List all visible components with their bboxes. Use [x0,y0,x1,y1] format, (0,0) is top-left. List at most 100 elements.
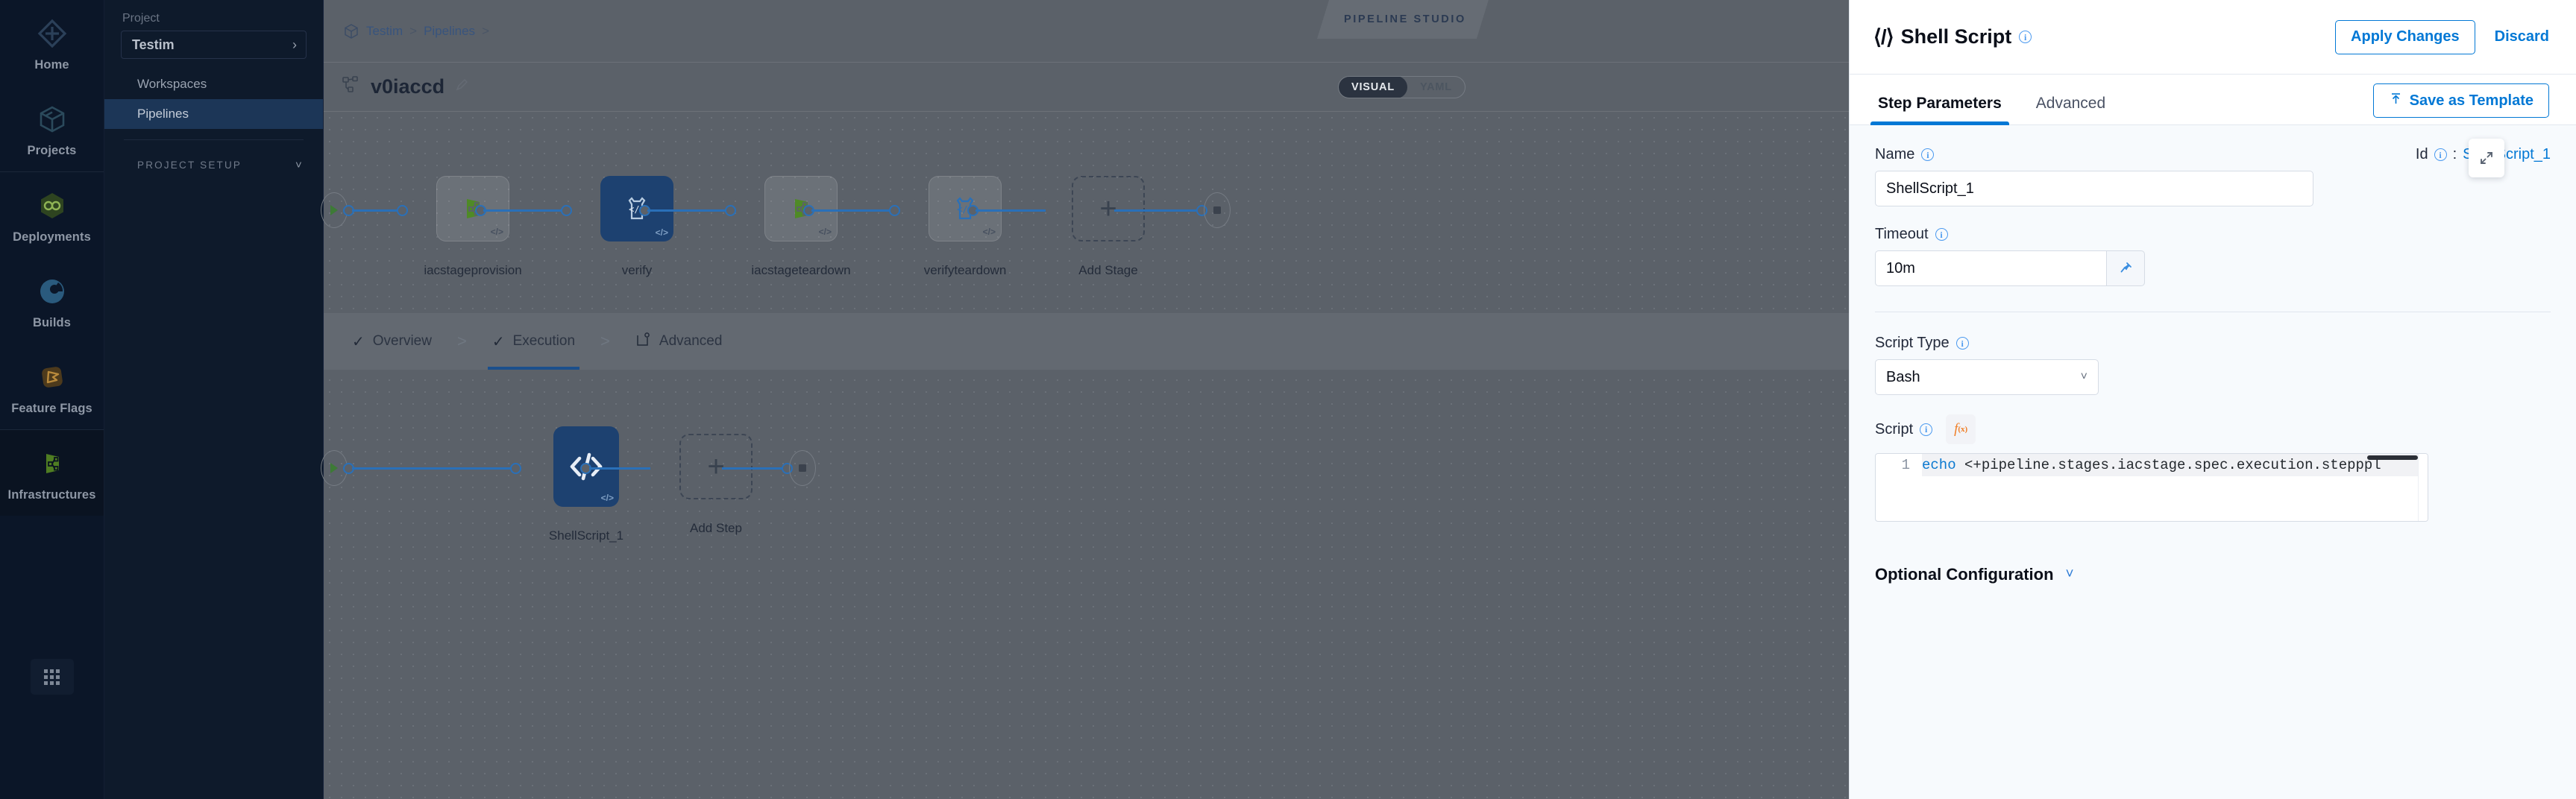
name-id-row: Name i Id i : ShellScript_1 [1875,146,2551,163]
fx-icon[interactable]: f(x) [1946,414,1976,444]
port-2a [561,205,572,216]
stage-node-box-2[interactable]: </> </> [600,176,673,241]
rail-label-builds: Builds [32,316,72,329]
stage-node-verifyteardown[interactable]: </> </> verifyteardown [898,176,1032,280]
tab-separator-1: > [456,332,467,350]
rail-group-bottom: Infrastructures [0,430,104,516]
tab-execution[interactable]: ✓ Execution [479,313,588,370]
build-pie-icon [35,274,69,309]
id-separator: : [2452,146,2457,162]
name-input[interactable] [1875,171,2313,206]
timeout-label-group: Timeout i [1875,226,2551,243]
editor-scrollbar-horizontal[interactable] [2367,455,2418,460]
timeout-label: Timeout [1875,226,1929,242]
discard-button[interactable]: Discard [2494,28,2549,45]
rail-item-builds[interactable]: Builds [0,258,104,344]
breadcrumb-item-testim[interactable]: Testim [366,23,403,38]
name-label-group: Name i [1875,146,1935,163]
rail-item-home[interactable]: Home [0,0,104,86]
timeout-field [1875,250,2145,286]
rail-item-infrastructures[interactable]: Infrastructures [0,430,104,516]
step-edge-1 [589,467,650,470]
add-stage-label: Add Stage [1078,263,1138,277]
add-stage-node[interactable]: + Add Stage [1041,176,1175,280]
grid-dots [44,669,60,685]
rail-label-projects: Projects [27,144,77,157]
editor-scrollbar-vertical[interactable] [2418,454,2428,521]
tab-step-parameters[interactable]: Step Parameters [1870,95,2009,125]
rail-item-feature-flags[interactable]: Feature Flags [0,344,104,429]
edge-1 [483,209,565,212]
script-editor[interactable]: 1 echo <+pipeline.stages.iacstage.spec.e… [1875,453,2428,522]
step-node-box[interactable]: </> [553,426,619,507]
project-setup-section[interactable]: PROJECT SETUP ˅ [104,152,323,177]
stage-corner-icon-4: </> [982,227,996,237]
fx-sub: (x) [1958,425,1968,434]
pin-icon[interactable] [2106,250,2145,286]
project-label: Project [122,12,160,25]
stage-node-box-4[interactable]: </> </> [929,176,1002,241]
pipeline-graph-icon [342,75,361,98]
sidebar-item-pipelines[interactable]: Pipelines [104,99,323,129]
drawer-title: Shell Script [1900,25,2012,48]
optional-configuration-label: Optional Configuration [1875,565,2054,584]
project-setup-label: PROJECT SETUP [137,159,242,171]
stage-node-iacstageteardown[interactable]: </> iacstageteardown [734,176,868,280]
check-icon: ✓ [491,333,505,350]
cube-icon [35,102,69,136]
apps-grid-icon[interactable] [30,659,74,695]
pencil-icon[interactable] [454,78,469,96]
advanced-gear-icon [635,332,651,352]
info-icon[interactable]: i [2434,148,2447,161]
expand-icon[interactable] [2469,139,2504,177]
add-stage-button[interactable]: + [1072,176,1145,241]
page-title: v0iaccd [371,75,445,98]
tab-overview[interactable]: ✓ Overview [339,313,445,370]
tab-label-execution: Execution [512,333,576,349]
view-toggle[interactable]: VISUAL YAML [1338,75,1466,98]
add-step-node[interactable]: + Add Step [649,434,783,538]
rail-group-mid: Deployments Builds Feature Flags [0,171,104,430]
stage-node-box-3[interactable]: </> [764,176,838,241]
info-icon[interactable]: i [1935,228,1948,241]
tab-advanced[interactable]: Advanced [2035,95,2106,112]
optional-configuration-toggle[interactable]: Optional Configuration ˅ [1875,565,2551,584]
toggle-yaml[interactable]: YAML [1419,80,1452,93]
save-as-template-button[interactable]: Save as Template [2372,83,2549,118]
code-content[interactable]: echo <+pipeline.stages.iacstage.spec.exe… [1922,454,2428,476]
nav-divider [124,139,304,140]
stage-node-iacstageprovision[interactable]: </> iacstageprovision [406,176,540,280]
apply-changes-button[interactable]: Apply Changes [2335,19,2475,54]
step-node-shellscript-1[interactable]: </> ShellScript_1 [519,426,653,546]
stage-node-box-1[interactable]: </> [436,176,509,241]
step-end-node [789,450,816,486]
info-icon[interactable]: i [2019,31,2032,43]
drawer-title-group: ⟨/⟩ Shell Script i [1873,25,2032,49]
drawer-header: ⟨/⟩ Shell Script i Apply Changes Discard [1850,0,2576,75]
script-type-select[interactable]: Bash ˅ [1875,359,2099,395]
info-icon[interactable]: i [1955,337,1969,350]
sidebar-item-workspaces[interactable]: Workspaces [104,69,323,99]
line-number: 1 [1901,457,1910,473]
step-port-1a [510,463,521,474]
stage-row: </> iacstageprovision </> </> verify [321,112,2576,306]
info-icon[interactable]: i [1920,423,1933,436]
stage-node-verify[interactable]: </> </> verify [570,176,704,280]
timeout-input[interactable] [1875,250,2106,286]
step-config-drawer: ⟨/⟩ Shell Script i Apply Changes Discard… [1849,0,2576,799]
info-icon[interactable]: i [1921,148,1935,161]
check-icon: ✓ [352,333,365,350]
code-rest: <+pipeline.stages.iacstage.spec.executio… [1955,457,2356,473]
tab-advanced[interactable]: Advanced [622,313,736,370]
breadcrumb-item-pipelines[interactable]: Pipelines [424,23,476,38]
rail-item-projects[interactable]: Projects [0,86,104,171]
rail-item-deployments[interactable]: Deployments [0,172,104,258]
tab-separator-2: > [600,332,610,350]
tab-label-overview: Overview [372,333,432,349]
chevron-down-icon: ˅ [2080,370,2087,383]
project-selector[interactable]: Testim › [121,31,307,59]
toggle-visual[interactable]: VISUAL [1339,76,1407,98]
add-step-button[interactable]: + [679,434,753,499]
template-upload-icon [2389,92,2403,110]
